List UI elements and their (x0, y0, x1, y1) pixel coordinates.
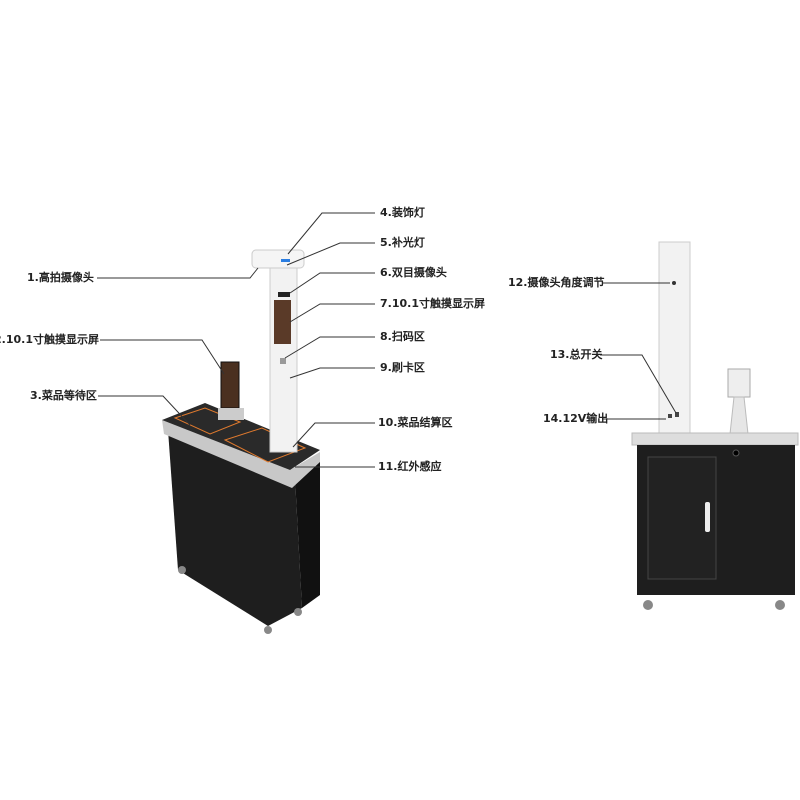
decor-light (281, 259, 290, 262)
rear-tablet (727, 368, 751, 398)
callout-lines (97, 212, 677, 468)
waiting-zone-outline (173, 407, 242, 435)
wheel-icon (643, 600, 653, 610)
label-camera-angle: 12.摄像头角度调节 (508, 275, 605, 289)
rear-counter (631, 432, 799, 446)
label-12v-output: 14.12V输出 (543, 411, 608, 425)
side-screen-stand (218, 408, 244, 420)
angle-adjust-knob (672, 281, 676, 285)
binocular-camera (278, 292, 290, 297)
wheel-icon (294, 608, 302, 616)
label-main-switch: 13.总开关 (550, 347, 603, 361)
wheel-icon (775, 600, 785, 610)
overhead-camera-head (251, 249, 305, 269)
label-checkout-zone: 10.菜品结算区 (378, 415, 453, 429)
door-handle (705, 502, 710, 532)
counter-top (162, 403, 320, 470)
rear-column (658, 241, 691, 435)
cabinet-door (647, 456, 717, 580)
label-scan-area: 8.扫码区 (380, 329, 425, 343)
back-view-machine (631, 241, 799, 610)
counter-edge (162, 420, 320, 488)
power-switch (675, 412, 679, 417)
side-screen (220, 361, 240, 409)
label-overhead-camera: 1.高拍摄像头 (27, 270, 94, 284)
column-screen (274, 300, 291, 344)
label-card-area: 9.刷卡区 (380, 360, 425, 374)
wheel-icon (178, 566, 186, 574)
label-decor-light: 4.装饰灯 (380, 205, 425, 219)
wheel-icon (264, 626, 272, 634)
rear-tablet-stand (729, 396, 749, 435)
label-binocular-camera: 6.双目摄像头 (380, 265, 447, 279)
dc-output-port (668, 414, 672, 418)
label-column-touchscreen: 7.10.1寸触摸显示屏 (380, 296, 485, 310)
label-waiting-zone: 3.菜品等待区 (30, 388, 97, 402)
cabinet-body (168, 430, 302, 626)
cabinet-side (295, 455, 320, 608)
label-side-touchscreen: 2.10.1寸触摸显示屏 (0, 332, 99, 346)
label-infrared-sensor: 11.红外感应 (378, 459, 442, 473)
label-fill-light: 5.补光灯 (380, 235, 425, 249)
cable-hole (732, 449, 740, 457)
scan-area (280, 358, 286, 364)
front-view-machine (162, 249, 320, 634)
checkout-zone-outline (223, 427, 307, 463)
